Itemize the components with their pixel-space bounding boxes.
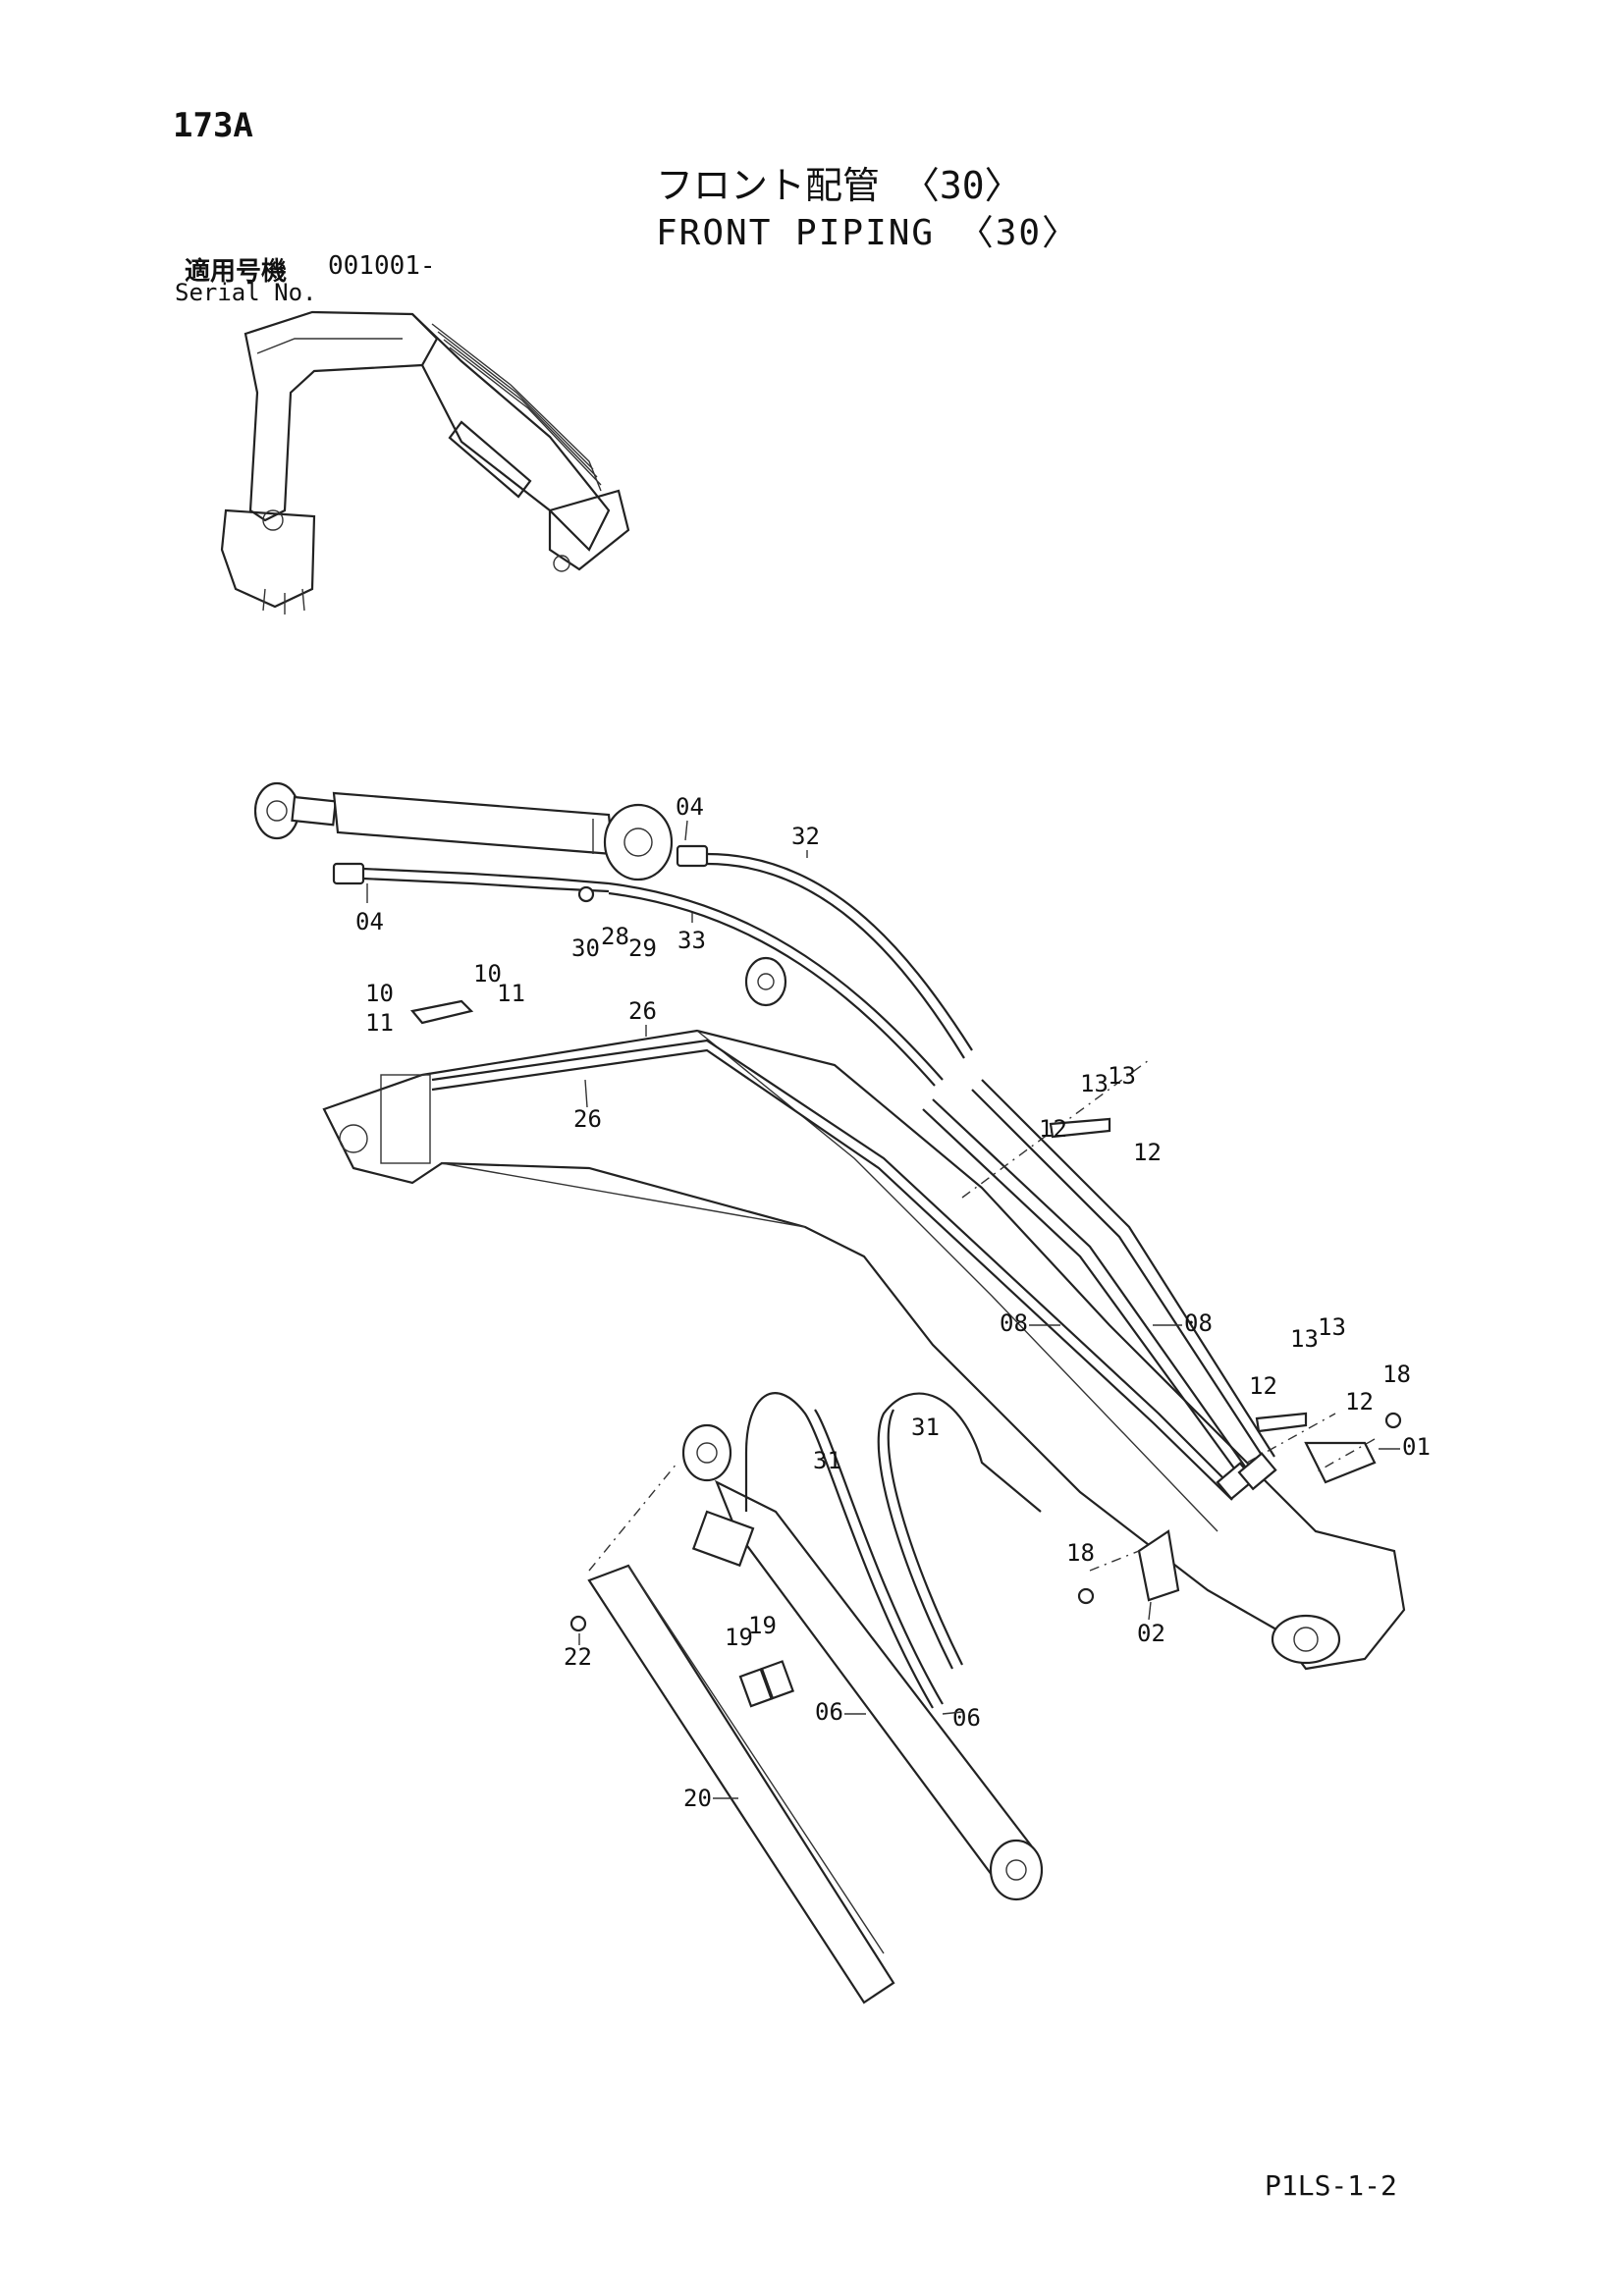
callout-13-c: 13 bbox=[1290, 1325, 1319, 1353]
title-japanese: フロント配管 〈30〉 bbox=[656, 164, 1022, 207]
title-english: FRONT PIPING 〈30〉 bbox=[656, 213, 1080, 253]
callout-18-lower: 18 bbox=[1066, 1539, 1095, 1567]
callout-04-top: 04 bbox=[676, 793, 704, 821]
serial-label-english: Serial No. bbox=[175, 279, 317, 306]
callout-31-left: 31 bbox=[813, 1447, 841, 1474]
callout-02: 02 bbox=[1137, 1620, 1165, 1647]
arm-cylinder bbox=[253, 781, 674, 881]
callout-08-left: 08 bbox=[1000, 1309, 1028, 1337]
document-code: P1LS-1-2 bbox=[1265, 2169, 1397, 2202]
guard-plate bbox=[587, 1564, 895, 2004]
callout-19-b: 19 bbox=[748, 1612, 777, 1639]
callout-26-bottom: 26 bbox=[573, 1105, 602, 1133]
callout-08-right: 08 bbox=[1184, 1309, 1213, 1337]
callout-32: 32 bbox=[791, 823, 820, 850]
callout-01: 01 bbox=[1402, 1433, 1431, 1461]
callout-33: 33 bbox=[677, 927, 706, 954]
callout-26-top: 26 bbox=[628, 997, 657, 1025]
callout-13-b: 13 bbox=[1108, 1062, 1136, 1090]
callout-06-right: 06 bbox=[952, 1704, 981, 1732]
callout-30: 30 bbox=[571, 934, 600, 962]
bucket-cylinder bbox=[681, 1423, 1044, 1901]
callout-06-left: 06 bbox=[815, 1698, 843, 1726]
callout-18-right: 18 bbox=[1382, 1361, 1411, 1388]
callout-10-left: 10 bbox=[365, 980, 394, 1007]
callout-11-right: 11 bbox=[497, 980, 525, 1007]
overview-illustration bbox=[220, 310, 630, 614]
callout-04-left: 04 bbox=[355, 908, 384, 935]
page-number: 173A bbox=[173, 106, 253, 145]
callout-10-right: 10 bbox=[473, 960, 502, 988]
callout-22: 22 bbox=[564, 1643, 592, 1671]
callout-29: 29 bbox=[628, 934, 657, 962]
boom bbox=[322, 956, 1406, 1671]
callout-12-b: 12 bbox=[1133, 1139, 1162, 1166]
leader-lines bbox=[366, 820, 1400, 1799]
callout-28: 28 bbox=[601, 923, 629, 950]
callout-31-right: 31 bbox=[911, 1414, 940, 1441]
callouts: 04 32 04 30 28 29 33 10 10 11 11 26 26 1… bbox=[355, 793, 1431, 1812]
callout-19-a: 19 bbox=[725, 1624, 753, 1651]
callout-12-a: 12 bbox=[1039, 1115, 1067, 1143]
serial-number-value: 001001- bbox=[328, 251, 436, 281]
callout-13-a: 13 bbox=[1080, 1070, 1109, 1097]
callout-12-c: 12 bbox=[1249, 1372, 1277, 1400]
serial-label-japanese: 適用号機 bbox=[185, 257, 288, 287]
callout-20: 20 bbox=[683, 1785, 712, 1812]
callout-11-left: 11 bbox=[365, 1009, 394, 1037]
callout-12-d: 12 bbox=[1345, 1388, 1374, 1415]
callout-13-d: 13 bbox=[1318, 1313, 1346, 1341]
